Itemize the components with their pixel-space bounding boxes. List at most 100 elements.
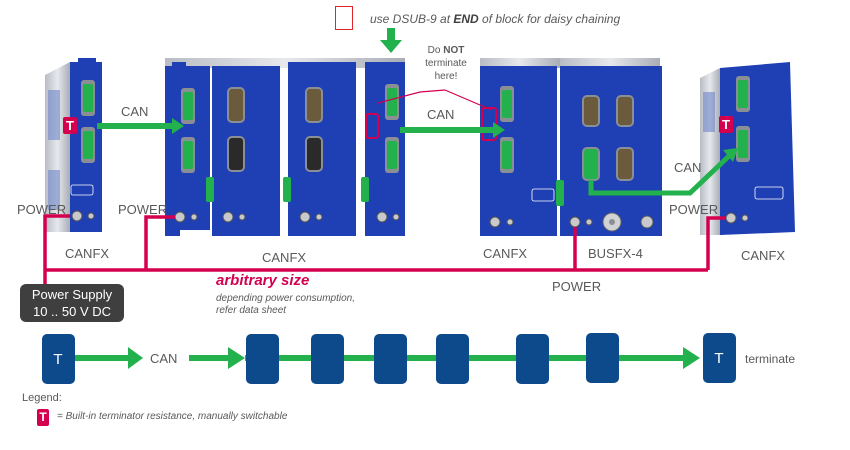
dsub-connector-icon <box>616 147 634 181</box>
module-label-busfx-4: BUSFX-4 <box>588 246 643 261</box>
schematic-node <box>586 333 619 383</box>
connect-switch-icon <box>70 184 94 196</box>
dsub-plug <box>502 141 512 169</box>
dsub-plug <box>582 147 600 181</box>
schematic-can-label: CAN <box>150 351 177 366</box>
power-wire-2 <box>144 215 175 270</box>
note-suffix: of block for daisy chaining <box>478 12 621 26</box>
schematic-terminate-label: terminate <box>745 352 795 366</box>
dsub-connector-icon <box>305 136 323 172</box>
term-switch-highlight <box>365 113 379 139</box>
ground-jack-icon <box>87 212 95 220</box>
callout-bold: NOT <box>443 45 465 56</box>
arbitrary-note-line2: refer data sheet <box>216 305 287 316</box>
connect-switch-icon <box>531 188 555 202</box>
dsub-plug <box>387 88 397 116</box>
module-canfx-3 <box>480 58 560 236</box>
ground-jack-icon <box>190 213 198 221</box>
module-face <box>480 66 557 236</box>
schematic-start-label: T <box>53 351 62 368</box>
dsub-connector-icon <box>582 95 600 127</box>
can-arrow-icon <box>723 148 738 162</box>
power-supply-title: Power Supply <box>31 287 113 302</box>
dsub-plug <box>83 84 93 112</box>
schematic-node <box>311 334 344 384</box>
bus-bridge <box>556 180 564 206</box>
can-label-left: CAN <box>121 104 149 119</box>
dsub-plug <box>83 131 93 159</box>
schematic-node-end <box>703 333 736 383</box>
can-cable-3 <box>588 153 732 196</box>
module-face <box>720 62 795 235</box>
terminator-legend-icon: T <box>37 409 49 426</box>
schematic-node <box>516 334 549 384</box>
power-connector-icon <box>376 211 388 223</box>
dsub-marker-box <box>335 6 353 30</box>
sync-bnc-center <box>609 219 615 225</box>
note-prefix: use DSUB-9 at <box>370 12 454 26</box>
arbitrary-size-note: depending power consumption, refer data … <box>216 293 355 317</box>
control-connector-icon <box>640 215 654 229</box>
callout-line1: Do <box>427 45 444 56</box>
dsub-connector-icon <box>227 87 245 123</box>
can-arrow-icon <box>172 118 184 134</box>
power-wires <box>43 214 726 287</box>
schematic-node <box>246 334 279 384</box>
arbitrary-note-line1: depending power consumption, <box>216 293 355 304</box>
module-canfx-5: T <box>700 62 795 235</box>
ground-jack-icon <box>585 218 593 226</box>
power-connector-icon <box>174 211 186 223</box>
note-bold: END <box>453 12 479 26</box>
module-side-panel <box>703 92 715 132</box>
legend-description: = Built-in terminator resistance, manual… <box>57 411 288 422</box>
module-face <box>560 66 662 236</box>
schematic-node <box>436 334 469 384</box>
callout-pointer-left <box>377 89 446 104</box>
callout-line2: terminate <box>425 58 467 69</box>
power-label-1: POWER <box>17 202 67 217</box>
module-rail <box>165 58 405 68</box>
power-connector-icon <box>569 216 581 228</box>
dsub-plug <box>738 80 748 108</box>
dsub-connector-icon <box>616 95 634 127</box>
can-cables <box>97 28 738 196</box>
callout-pointer-right <box>444 89 493 111</box>
down-arrow-icon <box>380 40 402 53</box>
can-arrow-icon <box>493 122 505 138</box>
bus-bridge <box>361 177 369 202</box>
power-bus-label: POWER <box>552 279 602 294</box>
schematic-node-start <box>42 334 75 384</box>
module-canfx-1: T <box>45 58 102 232</box>
do-not-terminate-callout: Do NOT terminate here! <box>415 44 477 83</box>
schematic-node <box>374 334 407 384</box>
legend-title: Legend: <box>22 392 62 404</box>
power-label-3: POWER <box>669 202 719 217</box>
module-face <box>212 66 280 236</box>
module-group-canfx-2 <box>165 58 405 236</box>
power-connector-icon <box>725 212 737 224</box>
ground-jack-icon <box>238 213 246 221</box>
module-side-panel <box>48 90 60 140</box>
power-supply-box: Power Supply 10 .. 50 V DC <box>20 284 124 322</box>
bus-bridge <box>283 177 291 202</box>
power-label-2: POWER <box>118 202 168 217</box>
callout-pointers <box>377 89 493 111</box>
module-label-canfx-3: CANFX <box>483 246 528 261</box>
schematic-end-label: T <box>714 350 723 367</box>
power-connector-icon <box>222 211 234 223</box>
power-supply-voltage: 10 .. 50 V DC <box>32 304 112 319</box>
can-label-right: CAN <box>674 160 702 175</box>
ground-jack-icon <box>741 214 749 222</box>
can-label-mid: CAN <box>427 107 455 122</box>
terminator-badge-icon <box>63 117 77 134</box>
schematic-row: T CAN T terminate <box>42 333 795 384</box>
dsub-plug <box>183 92 193 120</box>
arbitrary-size-title: arbitrary size <box>216 272 310 289</box>
ground-jack-icon <box>315 213 323 221</box>
dsub-connector-icon <box>305 87 323 123</box>
dsub-connector-icon <box>227 136 245 172</box>
down-arrow-shaft <box>387 28 395 42</box>
module-rail <box>480 58 560 68</box>
module-label-canfx-1: CANFX <box>65 246 110 261</box>
